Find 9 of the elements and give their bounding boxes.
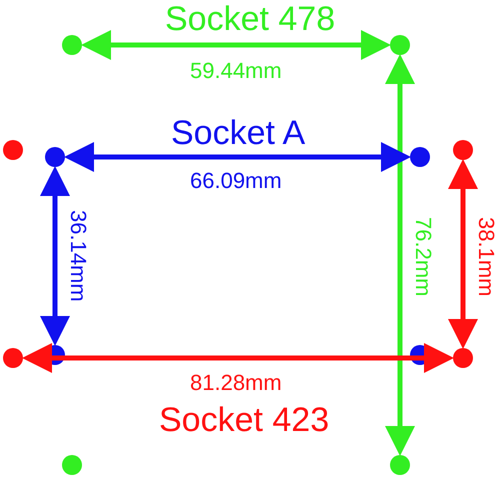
dimension-label: 59.44mm	[190, 60, 282, 82]
socket-label: Socket A	[171, 116, 306, 150]
dimension-label: 76.2mm	[412, 216, 434, 296]
dimension-label: 38.1mm	[475, 216, 497, 296]
dimension-label: 81.28mm	[190, 372, 282, 394]
socket-label: Socket 423	[159, 403, 330, 437]
socket-label: Socket 478	[165, 2, 336, 36]
dimension-label: 36.14mm	[67, 210, 89, 302]
dimension-label: 66.09mm	[190, 170, 282, 192]
